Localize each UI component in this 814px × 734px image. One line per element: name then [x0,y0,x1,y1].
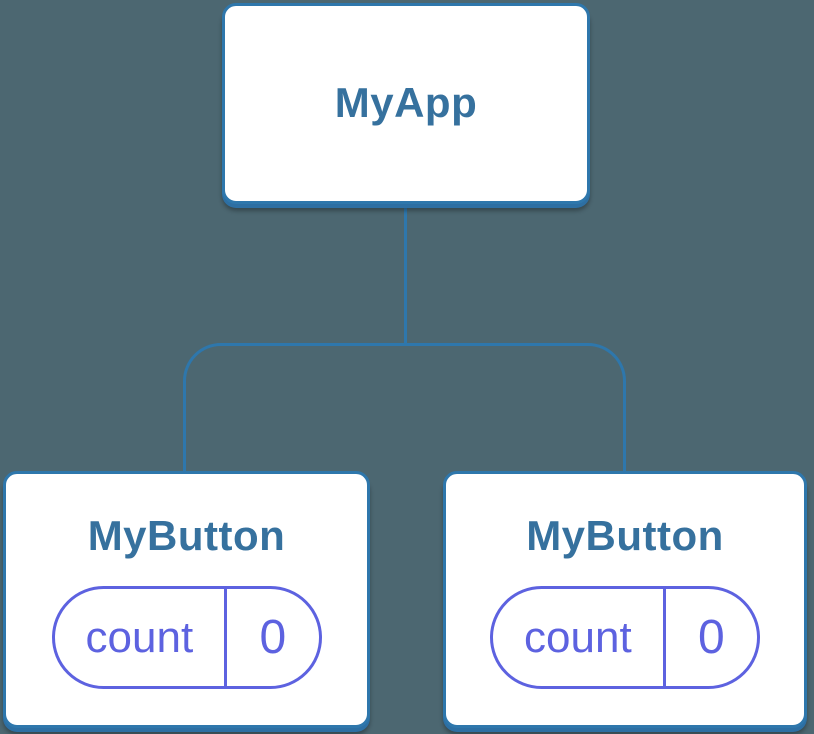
child-component-label: MyButton [87,512,286,559]
root-component-box: MyApp [222,3,590,204]
state-value-label: 0 [698,611,725,665]
root-connector-line [404,203,407,346]
state-key-label: count [85,612,194,662]
state-pill: count 0 [51,586,322,690]
state-pill: count 0 [490,586,760,690]
state-key-cell: count [493,589,663,686]
child-component-label: MyButton [526,512,724,559]
children-connector-bracket [183,343,626,476]
child-component-box-left: MyButton count 0 [3,471,370,728]
root-component-label: MyApp [334,79,478,127]
state-value-label: 0 [259,611,287,665]
state-key-label: count [524,612,632,662]
state-pill-divider [224,589,228,687]
state-value-cell: 0 [666,589,757,686]
state-key-cell: count [55,589,225,686]
child-component-box-right: MyButton count 0 [443,471,807,728]
state-pill-divider [662,589,666,687]
state-value-cell: 0 [227,589,318,686]
